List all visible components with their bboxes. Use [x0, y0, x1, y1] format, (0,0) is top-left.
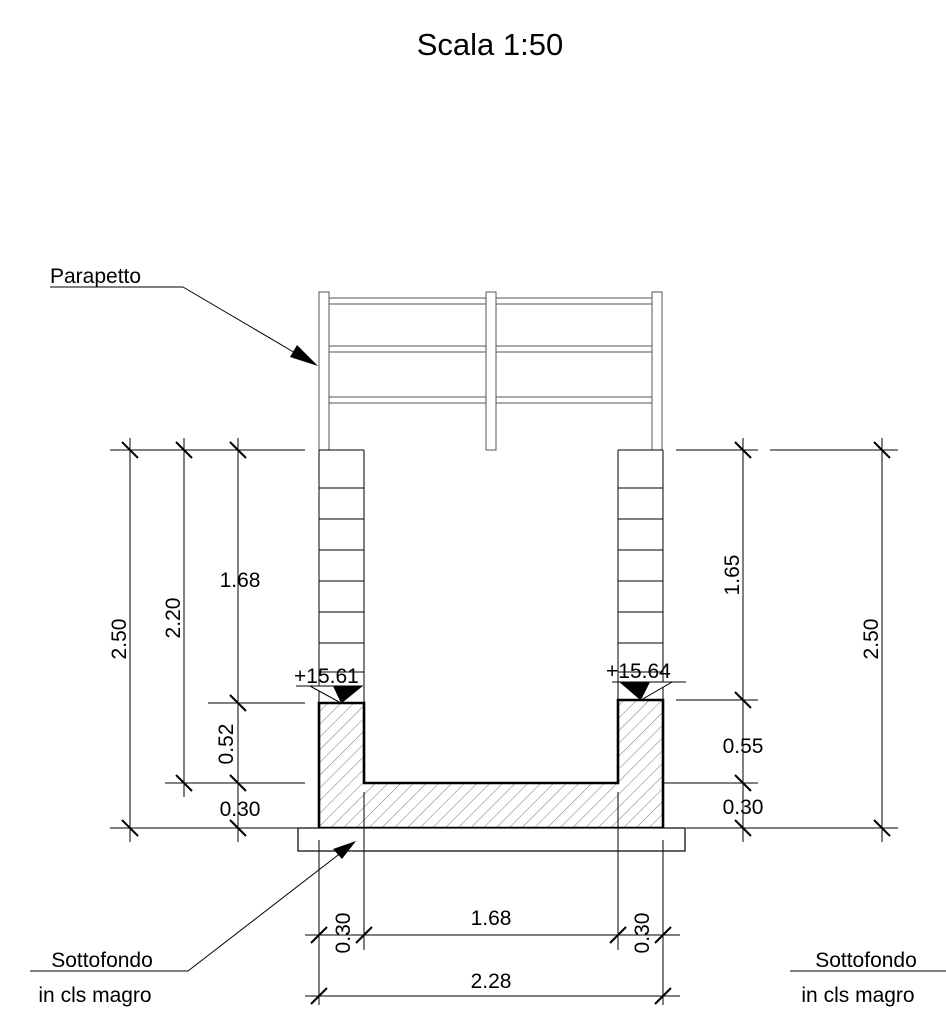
railing-bar: [328, 297, 487, 305]
dim-right-upper: 1.65: [721, 555, 744, 596]
railing-bar: [495, 297, 653, 305]
upper-wall-left: [318, 449, 365, 703]
railing-bar: [495, 345, 653, 353]
dim-right-slab: 0.30: [723, 796, 764, 819]
dim-bottom-inner: 1.68: [471, 907, 512, 930]
parapet-label: Parapetto: [50, 265, 141, 288]
railing-bar: [328, 345, 487, 353]
right-dimension-lines: [663, 438, 898, 842]
dim-bottom-left-wall: 0.30: [332, 913, 355, 954]
concrete-u-channel: [317, 698, 665, 830]
left-dimension-lines: [110, 438, 305, 842]
subbase-leader-left: [30, 841, 356, 972]
dim-left-wall-height: 0.52: [215, 724, 238, 765]
railing-bar: [495, 396, 653, 404]
railing-post-left: [318, 291, 330, 451]
dim-left-2-20: 2.20: [162, 598, 185, 639]
subbase-left-label-line1: Sottofondo: [51, 949, 153, 972]
parapet-leader: [50, 286, 318, 366]
dim-bottom-right-wall: 0.30: [631, 913, 654, 954]
dim-left-slab: 0.30: [220, 798, 261, 821]
dim-left-upper: 1.68: [220, 569, 261, 592]
dim-bottom-total: 2.28: [471, 970, 512, 993]
parapet-railing: [318, 291, 663, 451]
elevation-marker-left: [296, 685, 364, 704]
drawing-title: Scala 1:50: [417, 27, 564, 62]
elevation-marker-right: [612, 681, 686, 701]
subbase-right-label-line2: in cls magro: [801, 984, 914, 1007]
railing-bar: [328, 396, 487, 404]
railing-post-middle: [485, 291, 497, 451]
elevation-right-label: +15.64: [606, 660, 671, 683]
upper-wall-right: [617, 449, 664, 700]
railing-post-right: [651, 291, 663, 451]
subbase-right-label-line1: Sottofondo: [815, 949, 917, 972]
lean-concrete-subbase: [297, 827, 686, 852]
dim-left-total: 2.50: [108, 619, 131, 660]
dim-right-wall-height: 0.55: [723, 735, 764, 758]
dim-right-total: 2.50: [860, 619, 883, 660]
bottom-dimension-lines: [305, 792, 680, 1005]
elevation-left-label: +15.61: [294, 665, 359, 688]
subbase-left-label-line2: in cls magro: [38, 984, 151, 1007]
